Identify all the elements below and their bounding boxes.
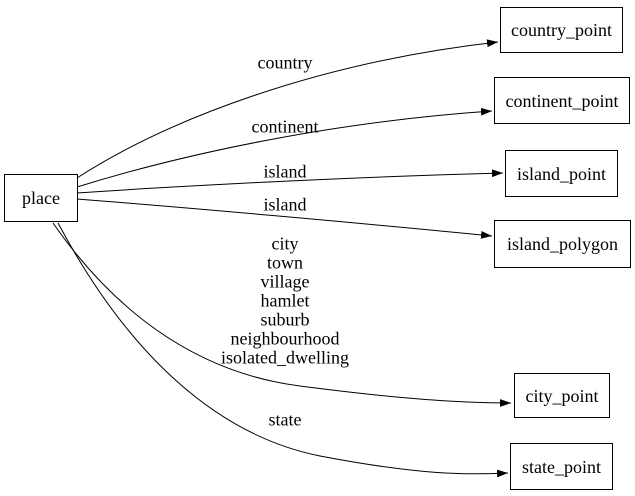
edge-place-island_polygon <box>76 198 493 239</box>
edge-label-continent: continent <box>251 116 319 137</box>
edge-label-country: country <box>257 52 313 73</box>
edge-label-city-types: city town village hamlet suburb neighbou… <box>221 233 349 368</box>
node-island_polygon-label: island_polygon <box>507 234 618 254</box>
edge-label-island-point: island <box>263 161 307 182</box>
node-state_point-label: state_point <box>522 456 601 477</box>
node-country_point: country_point <box>500 7 623 53</box>
node-island_point: island_point <box>505 150 618 197</box>
node-continent_point: continent_point <box>494 77 630 124</box>
edge-place-state_point <box>57 222 509 478</box>
node-country_point-label: country_point <box>511 20 612 40</box>
edge-place-island_point <box>76 169 504 194</box>
edge-place-continent_point <box>76 107 493 188</box>
node-island_polygon: island_polygon <box>494 220 631 268</box>
edge-label-state: state <box>268 409 302 430</box>
edge-place-city_point <box>52 222 512 407</box>
node-place-label: place <box>22 188 60 208</box>
node-city_point-label: city_point <box>525 385 599 406</box>
edge-place-country_point <box>76 39 499 179</box>
node-place: place <box>4 174 78 222</box>
node-state_point: state_point <box>510 443 613 490</box>
node-island_point-label: island_point <box>517 163 606 184</box>
edge-label-island-polygon: island <box>263 194 307 215</box>
node-city_point: city_point <box>514 373 610 418</box>
node-continent_point-label: continent_point <box>505 90 619 111</box>
